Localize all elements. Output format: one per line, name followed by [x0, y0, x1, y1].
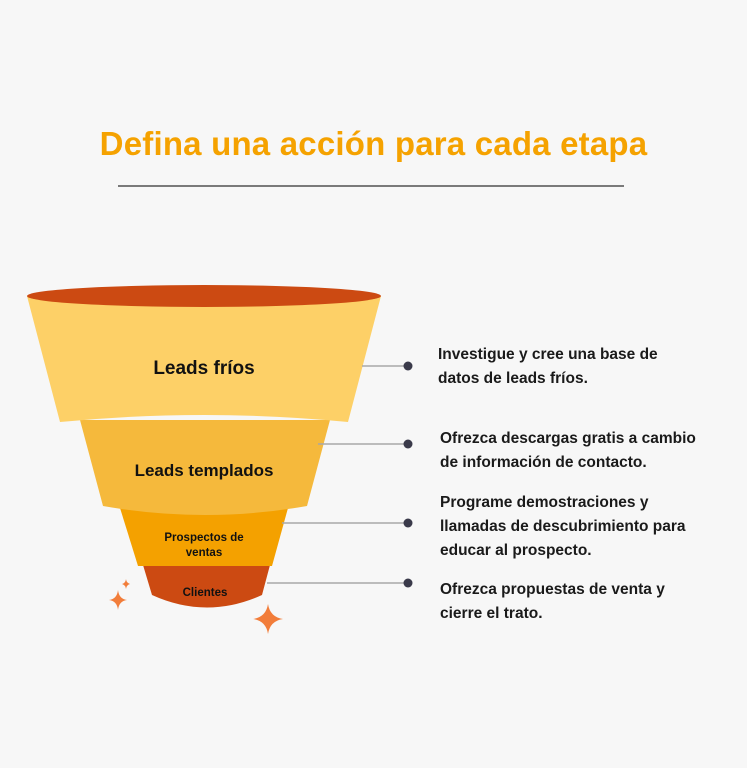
stage-label-templados: Leads templados — [134, 461, 274, 480]
stage-label-frios: Leads fríos — [153, 358, 255, 379]
stage-label-prospectos-line1: Prospectos de — [164, 532, 244, 544]
description-line: Programe demostraciones y — [440, 494, 649, 511]
funnel-stage-clientes — [143, 565, 270, 608]
stage-description-prospectos: Programe demostraciones y llamadas de de… — [440, 491, 686, 563]
stage-label-clientes: Clientes — [182, 587, 228, 599]
description-line: Investigue y cree una base de — [438, 346, 658, 363]
funnel-rim — [27, 285, 381, 307]
description-line: educar al prospecto. — [440, 542, 592, 559]
description-line: llamadas de descubrimiento para — [440, 518, 686, 535]
connector-prospectos — [282, 518, 413, 528]
stage-label-prospectos-line2: ventas — [185, 547, 223, 559]
funnel-stage-templados — [80, 420, 330, 515]
description-line: Ofrezca propuestas de venta y — [440, 581, 665, 598]
connector-templados — [318, 439, 413, 449]
stage-description-frios: Investigue y cree una base de datos de l… — [438, 343, 658, 391]
description-line: Ofrezca descargas gratis a cambio — [440, 430, 696, 447]
stage-description-clientes: Ofrezca propuestas de venta y cierre el … — [440, 578, 665, 626]
funnel-stage-prospectos — [120, 508, 288, 566]
page-title: Defina una acción para cada etapa — [99, 125, 648, 162]
stage-description-templados: Ofrezca descargas gratis a cambio de inf… — [440, 427, 696, 475]
connector-frios — [362, 361, 413, 371]
connector-clientes — [267, 578, 413, 588]
description-line: de información de contacto. — [440, 454, 647, 471]
description-line: datos de leads fríos. — [438, 370, 588, 387]
funnel-stage-frios — [27, 296, 381, 422]
description-line: cierre el trato. — [440, 605, 543, 622]
stage-label-prospectos: Prospectos de ventas — [134, 531, 274, 561]
title-divider — [118, 185, 624, 187]
sparkle-icon — [109, 579, 283, 634]
